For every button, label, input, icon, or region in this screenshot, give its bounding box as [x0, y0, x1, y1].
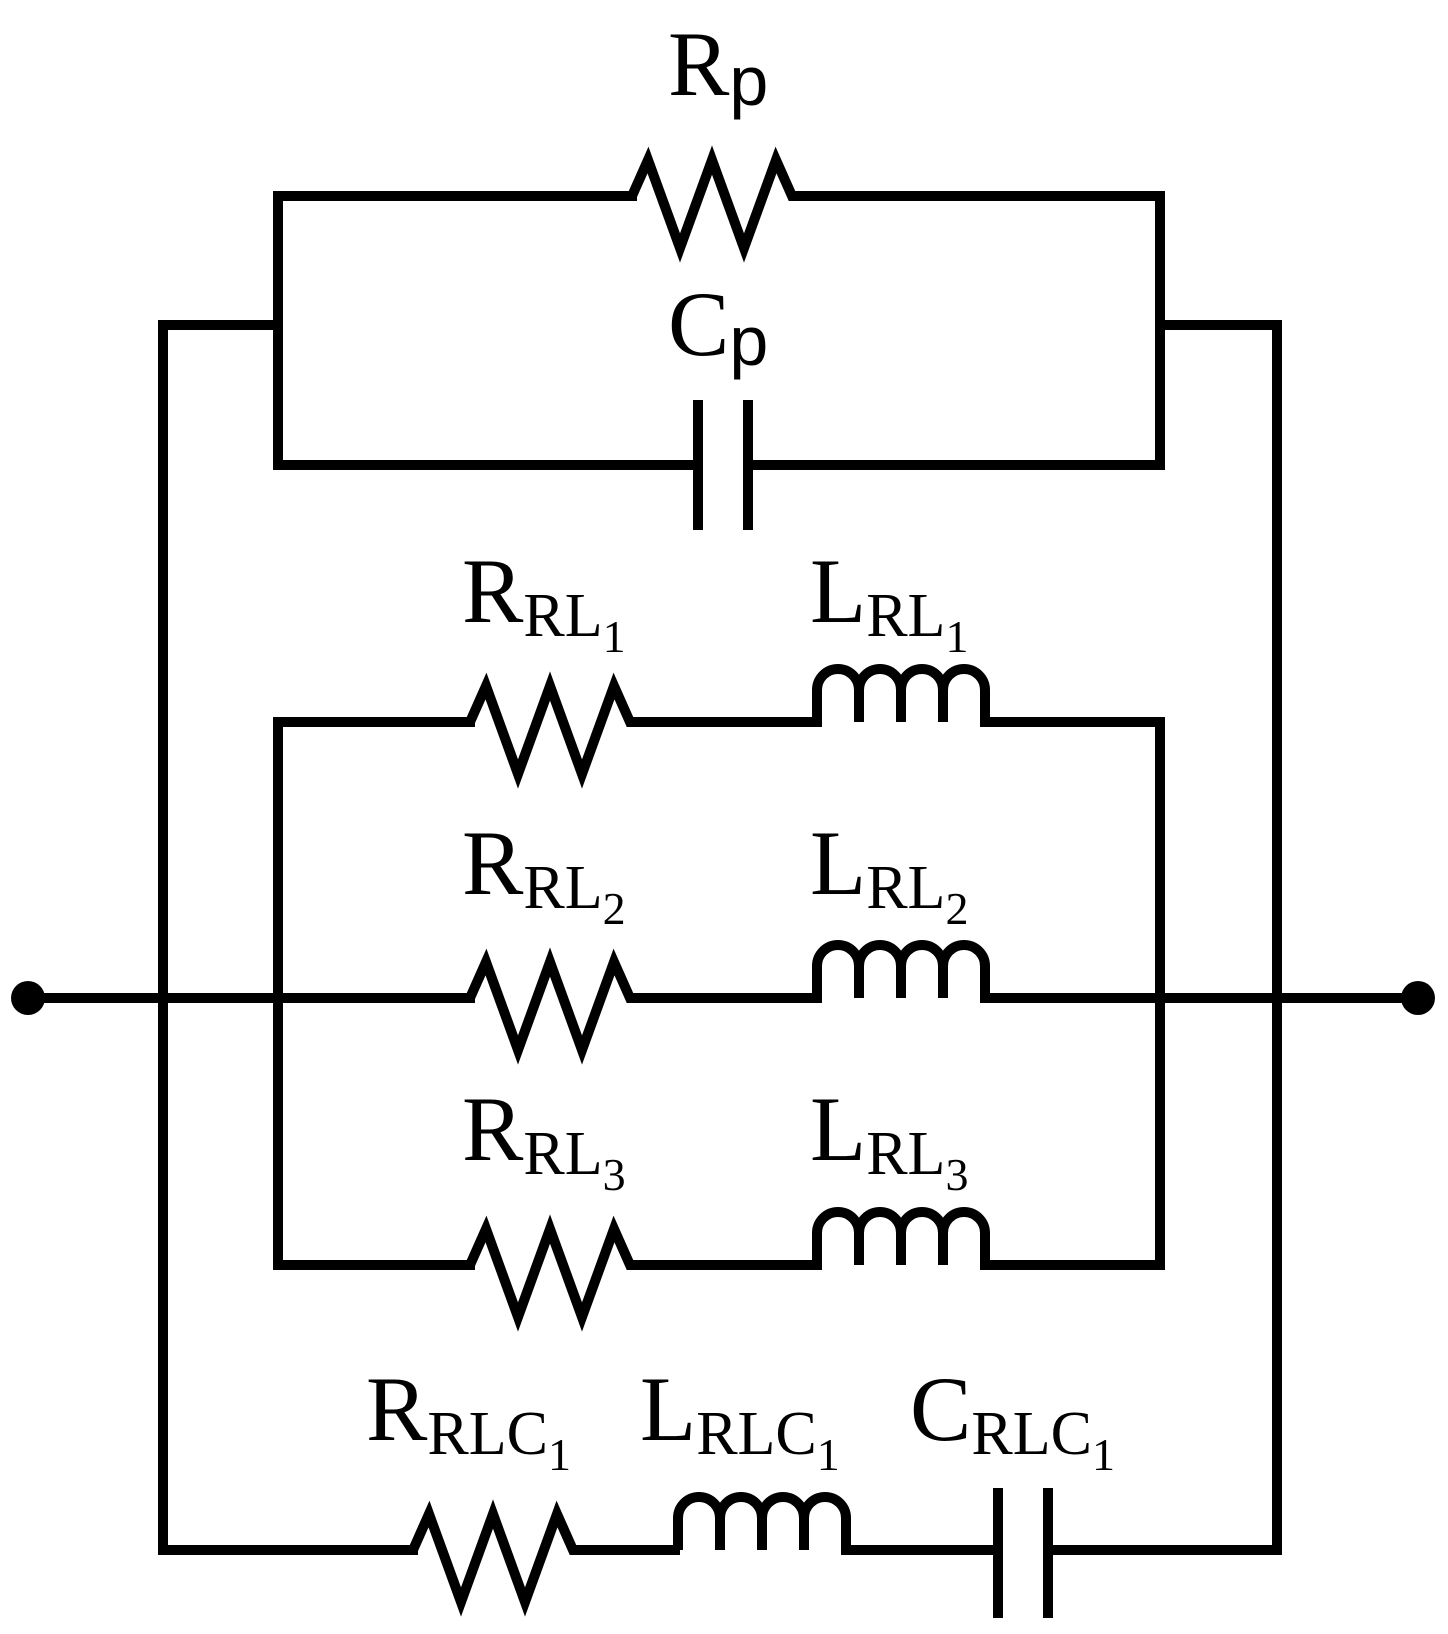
inductor-l-rl-3: [812, 1207, 990, 1270]
resistor-r-rl-1: [465, 671, 645, 789]
label-r-rl-1: RRL1: [462, 540, 626, 662]
capacitor-c-rlc-1: [993, 1488, 1053, 1618]
capacitor-cp: [693, 400, 753, 530]
resistor-rp: [627, 145, 808, 263]
left-terminal: [11, 981, 45, 1015]
label-l-rl-1: LRL1: [810, 540, 968, 662]
label-r-rlc-1: RRLC1: [366, 1358, 571, 1480]
resistor-r-rl-2: [465, 947, 645, 1065]
label-r-rl-2: RRL2: [462, 812, 626, 934]
inductor-l-rl-2: [812, 940, 990, 1003]
label-l-rl-3: LRL3: [810, 1078, 968, 1200]
outer-loop-wire: [158, 320, 1282, 1555]
inductor-l-rl-1: [812, 664, 990, 727]
label-c-rlc-1: CRLC1: [910, 1358, 1115, 1480]
inductor-l-rlc-1: [673, 1492, 851, 1555]
label-r-rl-3: RRL3: [462, 1078, 626, 1200]
label-cp: Cp: [668, 273, 768, 380]
resistor-r-rlc-1: [408, 1499, 582, 1617]
label-l-rl-2: LRL2: [810, 812, 968, 934]
rl-box-wire: [273, 717, 1165, 1270]
label-l-rlc-1: LRLC1: [640, 1358, 840, 1480]
right-terminal: [1401, 981, 1435, 1015]
resistor-r-rl-3: [465, 1214, 645, 1332]
label-rp: Rp: [668, 13, 768, 120]
top-box-wire: [273, 191, 1165, 470]
